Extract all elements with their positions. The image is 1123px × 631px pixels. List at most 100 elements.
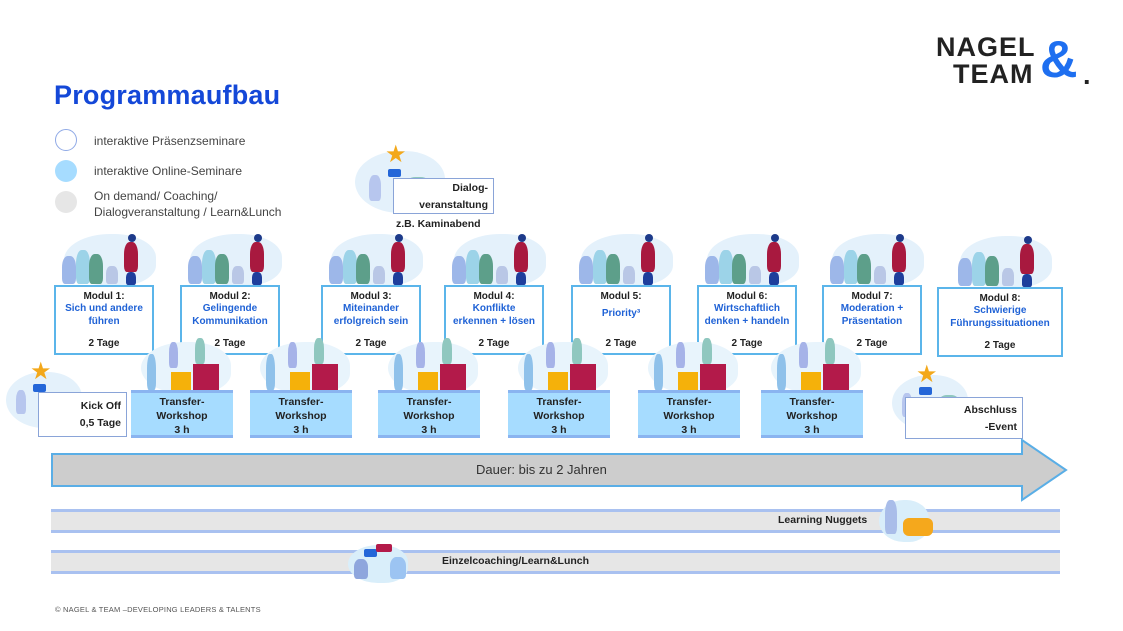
coaching-illustration [344,541,414,583]
star-icon: ★ [385,141,407,168]
learning-nuggets-illustration [875,494,940,544]
transfer-line-1: Transfer- [159,396,205,408]
star-icon: ★ [916,361,938,388]
chat-bubble-icon [364,549,377,557]
module-title-line-2: denken + handeln [704,316,790,327]
module-illustration [952,230,1052,288]
step-block-icon [193,364,219,390]
transfer-workshop-card: Transfer- Workshop 3 h [378,390,480,438]
kickoff-box: Kick Off 0,5 Tage [38,392,127,437]
step-block-icon [290,372,310,390]
timeline-arrow [51,438,1068,502]
step-block-icon [823,364,849,390]
closing-event-box: Abschluss -Event [905,397,1023,439]
transfer-workshop-card: Transfer- Workshop 3 h [131,390,233,438]
chat-bubble-icon [388,169,401,177]
transfer-duration: 3 h [421,424,437,436]
module-duration: 2 Tage [214,338,246,349]
transfer-illustration [510,338,610,394]
timeline-label: Dauer: bis zu 2 Jahren [476,462,607,477]
star-icon: ★ [30,358,52,385]
transfer-duration: 3 h [293,424,309,436]
dialog-event-box: Dialog- veranstaltung [393,178,494,214]
page-title: Programmaufbau [54,80,281,110]
transfer-line-2: Workshop [275,410,327,422]
module-heading: Modul 3: [350,291,392,302]
module-title-line-1: Sich und andere [65,303,143,314]
module-card: Modul 7: Moderation + Präsentation 2 Tag… [822,285,922,355]
step-block-icon [570,364,596,390]
step-block-icon [171,372,191,390]
module-title-line-1: Miteinander [342,303,400,314]
transfer-line-1: Transfer- [278,396,324,408]
filled-grey-circle-icon [55,191,77,213]
module-card: Modul 4: Konflikte erkennen + lösen 2 Ta… [444,285,544,355]
module-illustration [824,228,924,286]
transfer-illustration [763,338,863,394]
step-block-icon [548,372,568,390]
transfer-workshop-card: Transfer- Workshop 3 h [638,390,740,438]
module-title-line-1: Moderation + [840,303,904,314]
module-heading: Modul 7: [851,291,893,302]
dialog-event-caption: z.B. Kaminabend [396,218,481,230]
module-illustration [182,228,282,286]
module-illustration [323,228,423,286]
step-block-icon [801,372,821,390]
module-duration: 2 Tage [355,338,387,349]
transfer-workshop-card: Transfer- Workshop 3 h [250,390,352,438]
step-block-icon [418,372,438,390]
chat-bubble-icon [919,387,932,395]
transfer-duration: 3 h [804,424,820,436]
transfer-line-1: Transfer- [406,396,452,408]
chat-bubble-icon [33,384,46,392]
transfer-line-2: Workshop [156,410,208,422]
module-title-line-1: Wirtschaftlich [713,303,781,314]
module-title-line-1: Priority³ [601,308,641,319]
module-duration: 2 Tage [856,338,888,349]
outline-circle-icon [55,129,77,151]
filled-blue-circle-icon [55,160,77,182]
transfer-illustration [640,338,740,394]
step-block-icon [312,364,338,390]
module-title-line-1: Gelingende [202,303,258,314]
module-illustration [446,228,546,286]
step-block-icon [700,364,726,390]
transfer-line-2: Workshop [403,410,455,422]
module-heading: Modul 1: [83,291,125,302]
module-duration: 2 Tage [984,340,1016,351]
module-duration: 2 Tage [605,338,637,349]
step-block-icon [440,364,466,390]
module-illustration [573,228,673,286]
module-heading: Modul 8: [979,293,1021,304]
transfer-line-2: Workshop [786,410,838,422]
transfer-illustration [380,338,480,394]
transfer-line-1: Transfer- [536,396,582,408]
module-card: Modul 8: Schwierige Führungssituationen … [937,287,1063,357]
step-block-icon [678,372,698,390]
chat-bubble-icon [376,544,392,552]
lane-label-coaching: Einzelcoaching/Learn&Lunch [442,555,590,567]
module-title-line-2: Kommunikation [192,316,268,327]
transfer-illustration [133,338,233,394]
module-heading: Modul 4: [473,291,515,302]
module-card: Modul 1: Sich und andere führen 2 Tage [54,285,154,355]
module-title-line-2: Präsentation [841,316,903,327]
module-card: Modul 6: Wirtschaftlich denken + handeln… [697,285,797,355]
module-illustration [56,228,156,286]
footer-copyright: © NAGEL & TEAM –DEVELOPING LEADERS & TAL… [55,605,261,614]
module-title-line-2: erkennen + lösen [453,316,535,327]
module-card: Modul 3: Miteinander erfolgreich sein 2 … [321,285,421,355]
logo-line-1: NAGEL [936,32,1036,62]
module-title-line-1: Schwierige [973,305,1027,316]
gold-nugget-icon [903,518,933,536]
module-title-line-2: führen [88,316,120,327]
module-illustration [699,228,799,286]
lane-label-learning-nuggets: Learning Nuggets [778,514,868,526]
module-heading: Modul 5: [600,291,642,302]
transfer-duration: 3 h [174,424,190,436]
transfer-line-2: Workshop [663,410,715,422]
module-title-line-2: Führungssituationen [950,318,1050,329]
transfer-workshop-card: Transfer- Workshop 3 h [508,390,610,438]
module-card: Modul 2: Gelingende Kommunikation 2 Tage [180,285,280,355]
company-logo: NAGEL TEAM & . [936,34,1106,94]
